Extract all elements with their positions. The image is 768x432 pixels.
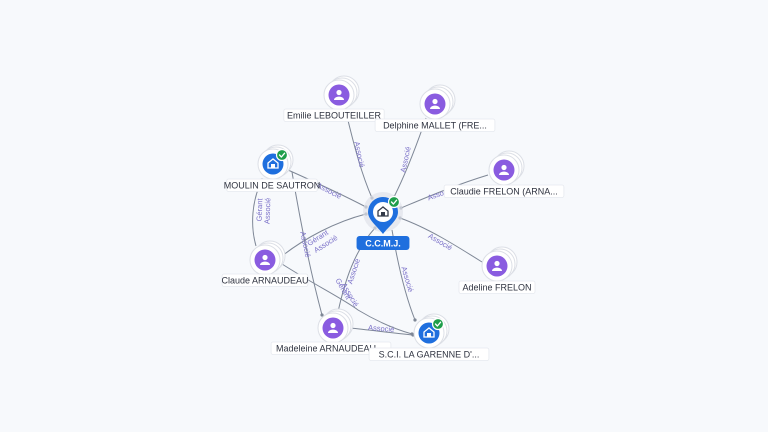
edge-label: Associé (427, 231, 454, 252)
node-delphine[interactable]: Delphine MALLET (FRE... (374, 84, 496, 132)
edge-label: Associé (368, 323, 395, 334)
person-icon (334, 89, 344, 100)
node-label: Emilie LEBOUTEILLER (287, 111, 382, 121)
node-label-bg (221, 273, 309, 287)
verified-check-icon (275, 148, 289, 162)
edge-arrow (413, 318, 417, 322)
node-label: Madeleine ARNAUDEAU ... (276, 344, 386, 354)
node-label-bg (226, 178, 318, 192)
edge-label: Associé (352, 141, 366, 169)
building-icon (267, 158, 279, 169)
building-icon (423, 327, 435, 338)
verified-check-icon (431, 317, 445, 331)
node-label: S.C.I. LA GARENNE D'... (379, 350, 480, 360)
node-label: Adeline FRELON (462, 283, 531, 293)
edge-line (281, 213, 367, 257)
person-icon (328, 322, 338, 333)
verified-check-icon (387, 195, 401, 209)
node-label: Claude ARNAUDEAU (221, 276, 308, 286)
node-label-bg (368, 347, 490, 361)
node-sci[interactable]: S.C.I. LA GARENNE D'... (368, 313, 490, 361)
edge-label: Gérant (255, 197, 265, 221)
edge-line (399, 217, 483, 263)
node-label: MOULIN DE SAUTRON (224, 181, 321, 191)
node-ccmj[interactable]: C.C.M.J. (356, 192, 410, 250)
person-icon (492, 260, 502, 271)
building-icon (377, 206, 389, 217)
edge-label: Associé (263, 198, 273, 225)
center-label-bg (356, 236, 410, 250)
edge-label: Associé (298, 231, 312, 259)
node-claudie[interactable]: Claudie FRELON (ARNA... (443, 150, 565, 198)
node-label: Claudie FRELON (ARNA... (450, 187, 558, 197)
node-adeline[interactable]: Adeline FRELON (458, 246, 536, 294)
node-emilie[interactable]: Emilie LEBOUTEILLER (283, 75, 385, 122)
node-label-bg (443, 184, 565, 198)
node-label-bg (374, 118, 496, 132)
node-label: C.C.M.J. (365, 239, 401, 249)
edge-line (349, 327, 414, 336)
edge-line (337, 227, 376, 313)
edge-line (400, 174, 489, 209)
edge-line (287, 169, 367, 208)
person-icon (260, 254, 270, 265)
node-label-bg (458, 280, 536, 294)
edge-line (281, 263, 413, 335)
person-icon (499, 164, 509, 175)
node-claude[interactable]: Claude ARNAUDEAU (221, 240, 309, 287)
node-madeleine[interactable]: Madeleine ARNAUDEAU ... (270, 308, 392, 355)
node-label: Delphine MALLET (FRE... (383, 121, 487, 131)
node-moulin[interactable]: MOULIN DE SAUTRON (224, 144, 321, 192)
edge-arrow (320, 313, 324, 317)
edge-madeleine-sci: Associé (349, 323, 415, 337)
node-label-bg (283, 108, 385, 122)
person-icon (430, 98, 440, 109)
edge-adeline-ccmj: Associé (398, 216, 483, 263)
